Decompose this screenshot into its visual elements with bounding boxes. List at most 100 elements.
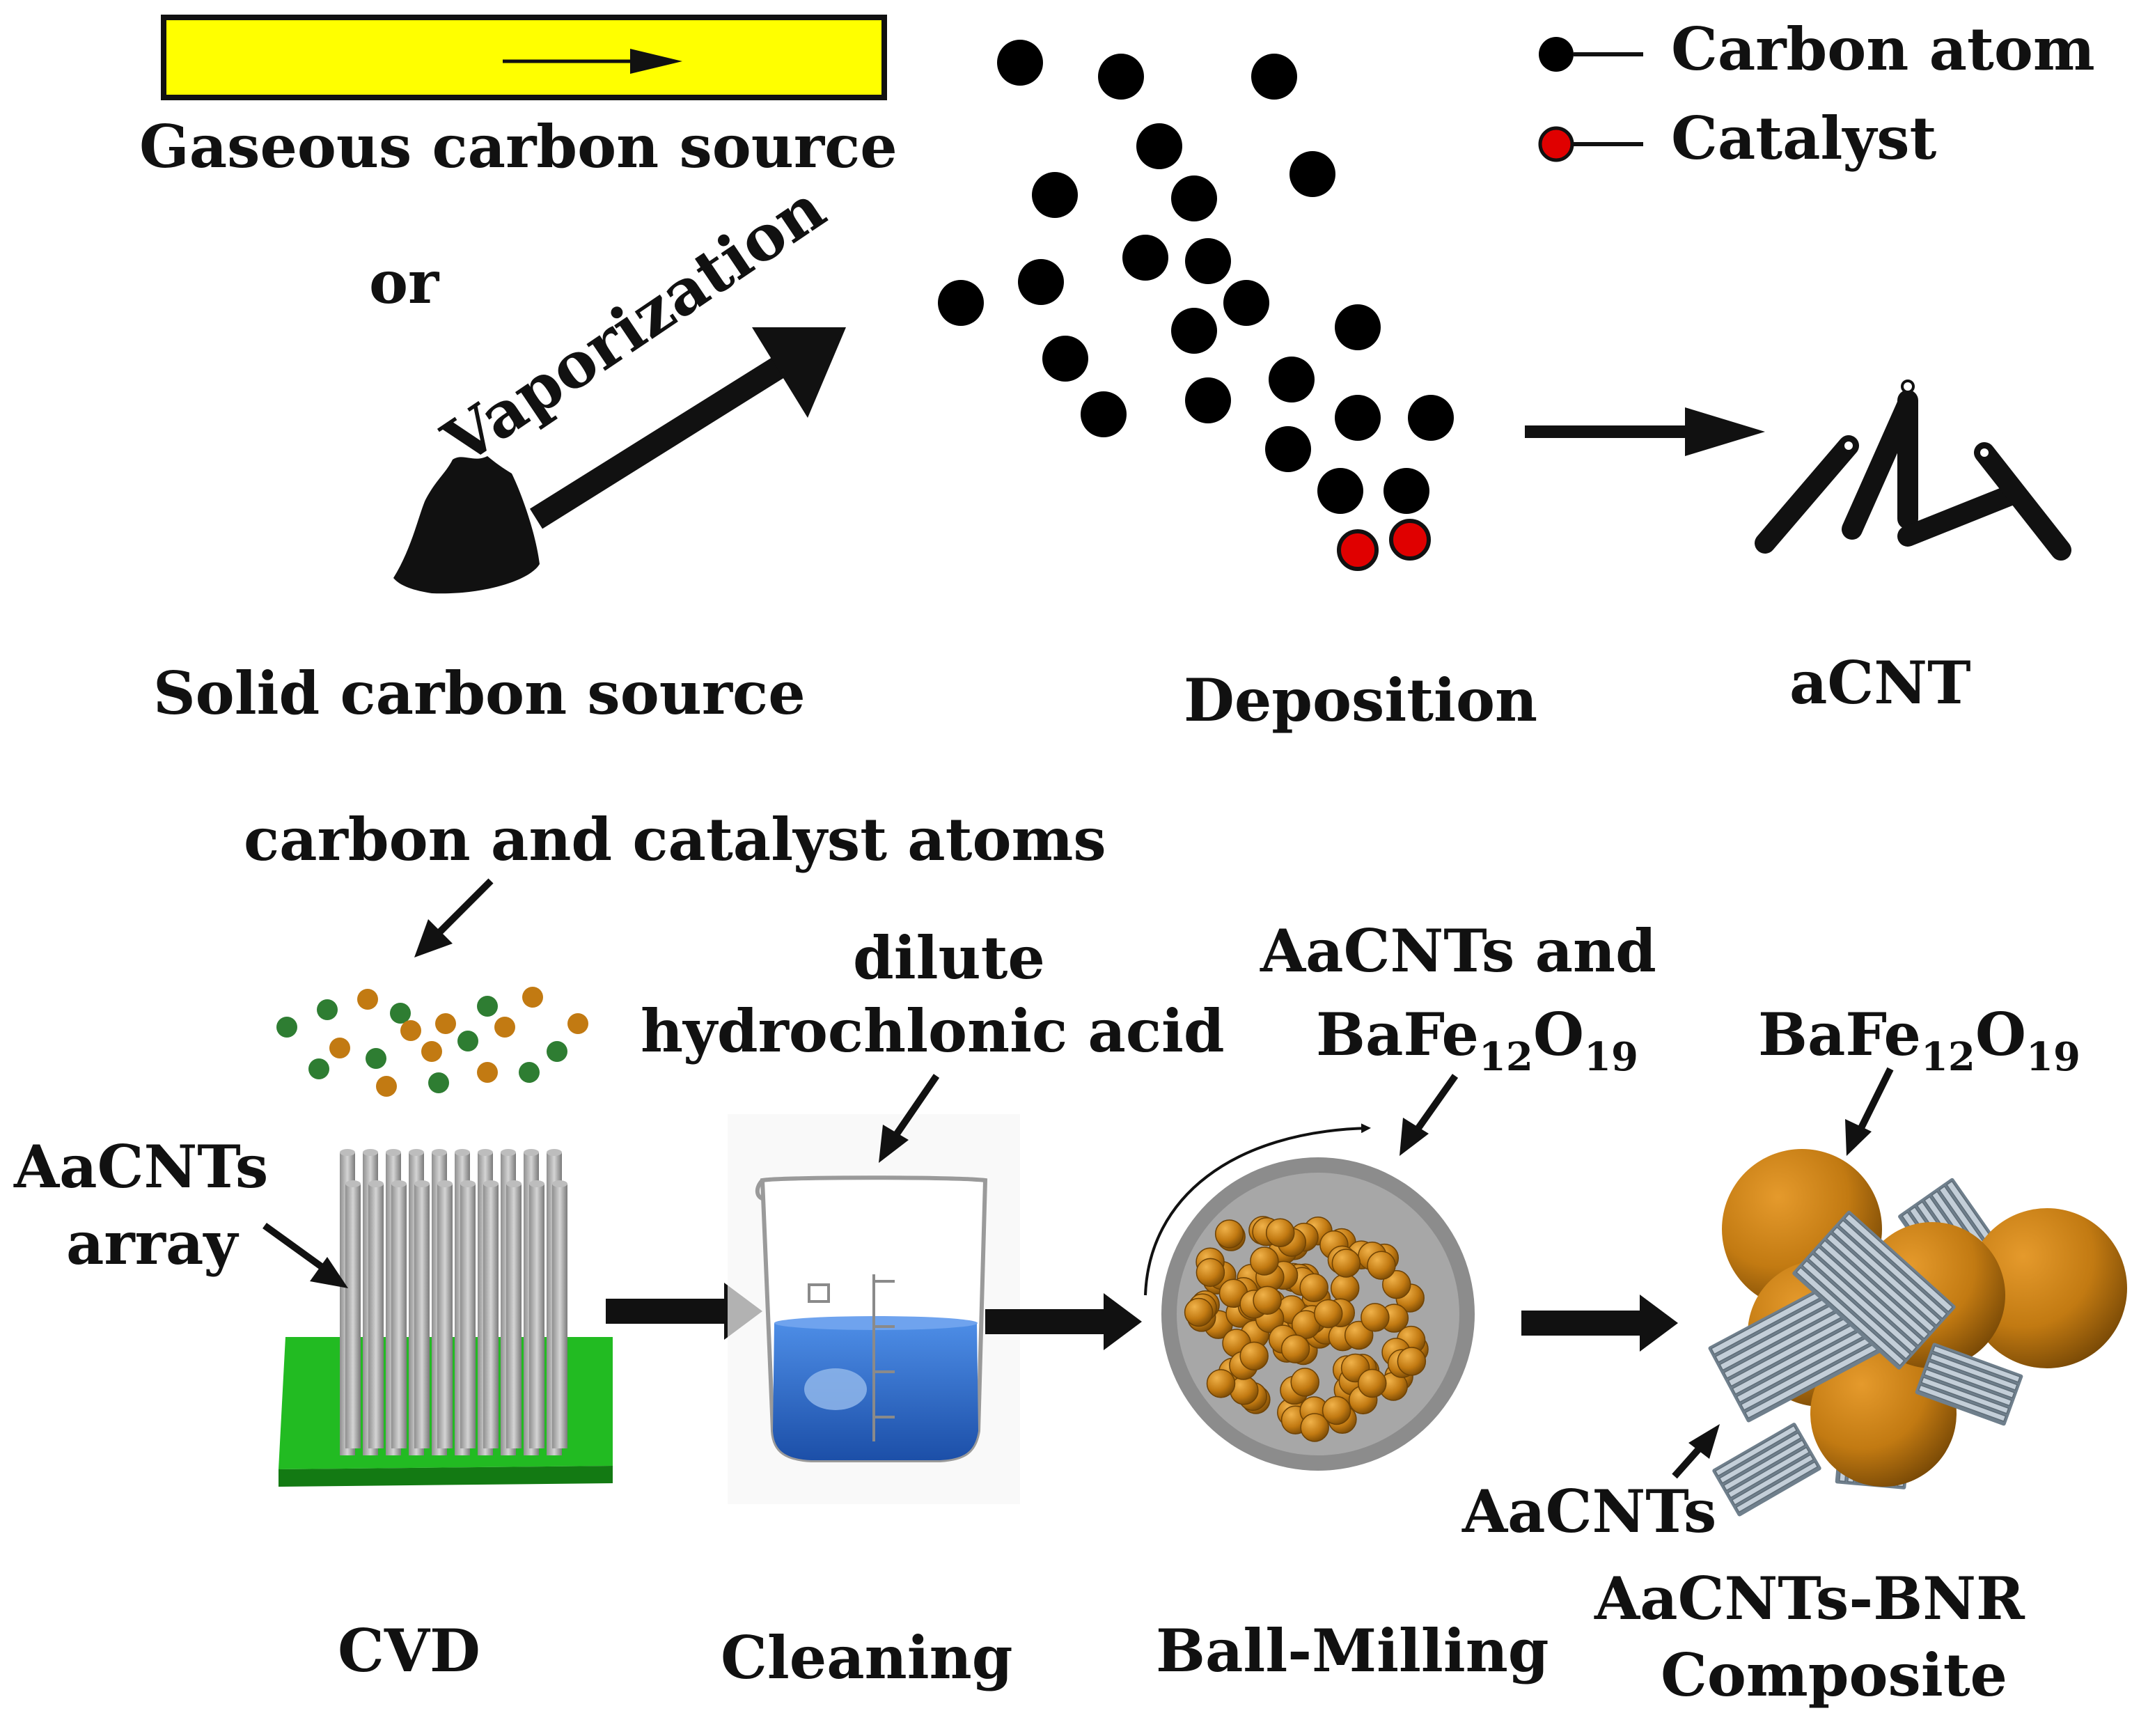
cnt-tube <box>460 1184 476 1448</box>
step-label-composite-line2: Composite <box>1661 1641 2007 1710</box>
cnt-tube-cap <box>345 1180 361 1187</box>
cvd-atom <box>366 1048 386 1069</box>
cnt-strand <box>1714 1425 1798 1477</box>
deposition-label: Deposition <box>1184 666 1537 735</box>
cnt-tube-cap <box>506 1180 522 1187</box>
carbon-atom <box>1081 391 1127 437</box>
acid-label-line1: dilute <box>853 923 1045 992</box>
vaporization-arrow <box>529 327 846 529</box>
ball-mill <box>1144 1123 1475 1471</box>
cvd-atom <box>477 996 498 1017</box>
step-label-cvd: CVD <box>338 1616 480 1685</box>
cvd-atom <box>457 1031 478 1051</box>
carbon-atom <box>1289 151 1335 197</box>
carbon-atom <box>1018 259 1064 305</box>
cnt-tube-cap <box>501 1149 516 1156</box>
milling-to-composite-arrow <box>1521 1295 1678 1352</box>
cnt-strand <box>1918 1384 2007 1423</box>
array-label-line2: array <box>66 1209 239 1278</box>
milling-ball <box>1214 1219 1244 1249</box>
cnt-tube <box>529 1184 544 1448</box>
cnt-bundle <box>1915 1343 2023 1426</box>
solid-carbon-pile <box>393 456 540 594</box>
cnt-bundle <box>1792 1210 1956 1370</box>
cvd-atom <box>308 1058 329 1079</box>
cnt-tube-cap <box>391 1180 407 1187</box>
cnt-tube <box>345 1184 361 1448</box>
cvd-atom <box>390 1003 411 1024</box>
cvd-atom <box>357 989 378 1010</box>
acnt-label: aCNT <box>1789 648 1971 717</box>
milling-ball <box>1330 1274 1360 1303</box>
cnt-tube-cap <box>414 1180 430 1187</box>
milling-ball <box>1195 1258 1225 1288</box>
cnt-strand <box>1929 1353 2018 1391</box>
cnt-strand <box>1808 1253 1918 1353</box>
beaker <box>728 1114 1020 1504</box>
cnt-strand <box>1927 1361 2015 1399</box>
ferrite-sphere <box>1810 1340 1957 1487</box>
carbon-atom <box>1383 468 1429 514</box>
atoms-label: carbon and catalyst atoms <box>244 805 1106 874</box>
cvd-atoms <box>276 987 588 1097</box>
cnt-strand <box>1832 1226 1941 1326</box>
milling-ball <box>1253 1285 1282 1315</box>
array-label-line1: AaCNTs <box>13 1132 268 1201</box>
milling-ball <box>1397 1347 1427 1376</box>
cnt-tube-cap <box>524 1149 539 1156</box>
cvd-atom <box>376 1076 397 1097</box>
milling-ball <box>1361 1303 1390 1332</box>
gaseous-source-label: Gaseous carbon source <box>139 112 897 181</box>
vaporization-label: Vaporization <box>430 171 838 480</box>
carbon-atom <box>1269 357 1315 402</box>
step-label-composite-line1: AaCNTs-BNR <box>1594 1564 2025 1633</box>
composite-ferrite-pointer <box>1845 1067 1894 1156</box>
cnt-tube-cap <box>437 1180 453 1187</box>
carbon-atom <box>997 40 1043 86</box>
carbon-atom <box>1335 304 1381 350</box>
composite-ferrite-label: BaFe12O19 <box>1758 1000 2080 1080</box>
composite-cnt-label: AaCNTs <box>1461 1477 1716 1546</box>
carbon-atom <box>1185 238 1231 284</box>
milling-ball <box>1184 1297 1214 1327</box>
carbon-atom <box>938 280 984 326</box>
carbon-atom <box>1122 235 1168 281</box>
milling-ball <box>1206 1369 1236 1398</box>
cnt-strand <box>1796 1267 1905 1366</box>
milling-ball <box>1382 1269 1411 1299</box>
cvd-atom <box>421 1041 442 1062</box>
carbon-atom <box>1042 336 1088 382</box>
catalyst-atom <box>1337 529 1379 571</box>
cnt-strand <box>1735 1461 1819 1513</box>
carbon-atom <box>1185 377 1231 423</box>
cnt-tube <box>506 1184 522 1448</box>
milling-ball <box>1358 1368 1387 1398</box>
cnt-strand <box>1844 1213 1954 1313</box>
cnt-tube-cap <box>478 1149 493 1156</box>
mill-label-line1: AaCNTs and <box>1260 916 1656 985</box>
milling-ball <box>1239 1341 1269 1371</box>
cnt-tube-cap <box>386 1149 401 1156</box>
cvd-atom <box>567 1013 588 1034</box>
cvd-atom <box>329 1038 350 1058</box>
cnt-strand <box>1814 1246 1923 1346</box>
cnt-strand <box>1932 1345 2021 1383</box>
step-label-milling: Ball-Milling <box>1156 1616 1549 1685</box>
or-label: or <box>369 248 440 317</box>
cnt-strand <box>1826 1233 1936 1333</box>
milling-ball <box>1300 1413 1329 1442</box>
aacnt-array <box>340 1149 567 1455</box>
legend: Carbon atom Catalyst <box>1538 15 2095 173</box>
acnt-tubes <box>1755 390 2071 561</box>
legend-catalyst-swatch <box>1538 126 1574 162</box>
acid-label-line2: hydrochlonic acid <box>641 996 1225 1065</box>
acid-pointer-arrow <box>879 1074 940 1163</box>
cnt-tube <box>552 1184 567 1448</box>
cnt-tube <box>483 1184 499 1448</box>
cnt-tube <box>437 1184 453 1448</box>
composite-cnt-pointer <box>1672 1424 1720 1479</box>
cnt-strand <box>1718 1432 1802 1484</box>
catalyst-atom <box>1389 519 1431 561</box>
cnt-tube <box>391 1184 407 1448</box>
milling-ball <box>1265 1218 1295 1247</box>
